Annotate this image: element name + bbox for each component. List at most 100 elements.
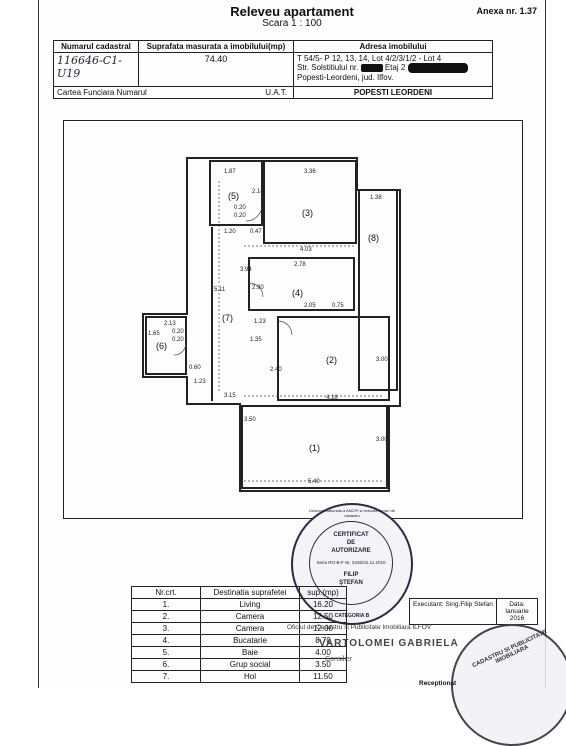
stamp-text: AUTORIZARE (331, 548, 371, 554)
date-value: Ianuarie 2016 (505, 608, 529, 622)
signer-role: Consilier (325, 656, 353, 663)
floor-plan-drawing: (1) (2) (3) (4) (5) (6) (7) (8) 1.87 3.3… (142, 157, 401, 492)
dim-label: 1.23 (194, 379, 206, 385)
row-nr: 4. (131, 634, 201, 647)
document-title: Releveu apartament (230, 4, 354, 19)
floor-plan: (1) (2) (3) (4) (5) (6) (7) (8) 1.87 3.3… (63, 120, 523, 519)
room-8-label: (8) (368, 233, 379, 243)
receptionat-label: Receptionat (419, 680, 457, 687)
redacted-lot (407, 63, 468, 73)
stamp-text: ŞTEFAN (339, 580, 363, 586)
stamp-inner-ring: CERTIFICAT DE AUTORIZARE Seria RO-B-F Nr… (309, 521, 393, 605)
row-nr: 6. (131, 658, 201, 671)
ocpi-stamp-text: CADASTRU SI PUBLICITATE IMOBILIARA (471, 629, 548, 670)
document-sheet: Releveu apartament Scara 1 : 100 Anexa n… (38, 0, 566, 746)
col-cadastral: Numarul cadastral (53, 40, 139, 53)
stamp-text: FILIP (343, 572, 359, 578)
room-7-label: (7) (222, 313, 233, 323)
room-1-label: (1) (309, 443, 320, 453)
scale-label: Scara 1 : 100 (262, 18, 322, 29)
room-3-label: (3) (302, 208, 313, 218)
row-sup: 11.50 (299, 670, 347, 683)
cadastral-number: 116646-C1-U19 (53, 52, 139, 87)
row-nr: 2. (131, 610, 201, 623)
room-5-label: (5) (228, 191, 239, 201)
dim-label: 0.60 (189, 365, 201, 371)
row-dest: Camera (200, 622, 300, 635)
row-dest: Living (200, 598, 300, 611)
dim-label: 1.65 (148, 331, 160, 337)
address-floor: Etaj 2 (384, 63, 406, 73)
annex-label: Anexa nr. 1.37 (476, 6, 537, 16)
room-2-label: (2) (326, 355, 337, 365)
dim-label: 5.11 (214, 287, 226, 293)
executant-label: Executant: Sing.Filip Stefan (409, 598, 497, 625)
dim-label: 0.20 (172, 329, 184, 335)
dim-label: 3.36 (304, 169, 316, 175)
dim-label: 1.23 (254, 319, 266, 325)
dim-label: 0.20 (234, 213, 246, 219)
office-text: Oficiul de Cadastru si Publicitate Imobi… (287, 624, 432, 631)
cf-cell: Cartea Funciara Numarul U.A.T. (53, 86, 294, 99)
row-dest: Camera (200, 610, 300, 623)
dim-label: 2.05 (304, 303, 316, 309)
dim-label: 0.20 (234, 205, 246, 211)
redacted-number (360, 64, 383, 72)
dim-label: 1.35 (250, 337, 262, 343)
dim-label: 4.18 (326, 395, 338, 401)
dim-label: 3.15 (224, 393, 236, 399)
col-address: Adresa imobilului (293, 40, 493, 53)
room-6-label: (6) (156, 341, 167, 351)
dim-label: 1.20 (224, 229, 236, 235)
dim-label: 0.75 (332, 303, 344, 309)
stamp-text: DE (346, 540, 356, 546)
dim-label: 0.47 (250, 229, 262, 235)
address-line-3: Popesti-Leordeni, jud. Ilfov. (297, 73, 394, 82)
stamp-ring-text: Uniunea Nationala a ANCPI si executa luc… (308, 508, 396, 518)
dim-label: 0.20 (172, 337, 184, 343)
address-line-2: Str. Solstitiului nr. Etaj 2 (297, 63, 489, 73)
row-dest: Hol (200, 670, 300, 683)
row-dest: Bucatarie (200, 634, 300, 647)
dim-label: 2.40 (270, 367, 282, 373)
property-info-table: Numarul cadastral Suprafata masurata a i… (53, 40, 493, 99)
dim-label: 1.38 (370, 195, 382, 201)
row-dest: Grup social (200, 658, 300, 671)
row-nr: 3. (131, 622, 201, 635)
row-nr: 7. (131, 670, 201, 683)
dim-label: 4.03 (300, 247, 312, 253)
stamp-text: Seria RO-B-F Nr. 0436/22.11.2010 (316, 560, 386, 565)
dim-label: 1.87 (224, 169, 236, 175)
room-4-label: (4) (292, 288, 303, 298)
rooms-table: Nr.crt. Destinatia suprafetei sup.(mp) 1… (131, 586, 347, 683)
dim-label: 3.94 (240, 267, 252, 273)
row-sup: 12.50 (299, 610, 347, 623)
dim-label: 5.40 (308, 479, 320, 485)
rooms-col-dest: Destinatia suprafetei (200, 586, 300, 599)
date-label: Data: (509, 601, 525, 608)
rooms-col-nr: Nr.crt. (131, 586, 201, 599)
stamp-text: CERTIFICAT (333, 532, 369, 538)
ocpi-stamp: CADASTRU SI PUBLICITATE IMOBILIARA (451, 624, 566, 746)
address-street: Str. Solstitiului nr. (297, 63, 359, 73)
dim-label: 3.50 (244, 417, 256, 423)
executant-table: Executant: Sing.Filip Stefan Data: Ianua… (409, 598, 538, 625)
signer-name: VARTOLOMEI GABRIELA (319, 638, 459, 649)
uat-label: U.A.T. (265, 88, 287, 97)
dim-label: 2.90 (252, 285, 264, 291)
rooms-col-sup: sup.(mp) (299, 586, 347, 599)
row-nr: 5. (131, 646, 201, 659)
col-area: Suprafata masurata a imobilului(mp) (138, 40, 294, 53)
dim-label: 2.14 (252, 189, 264, 195)
dim-label: 2.13 (164, 321, 176, 327)
uat-value: POPESTI LEORDENI (293, 86, 493, 99)
dim-label: 3.00 (376, 357, 388, 363)
row-nr: 1. (131, 598, 201, 611)
